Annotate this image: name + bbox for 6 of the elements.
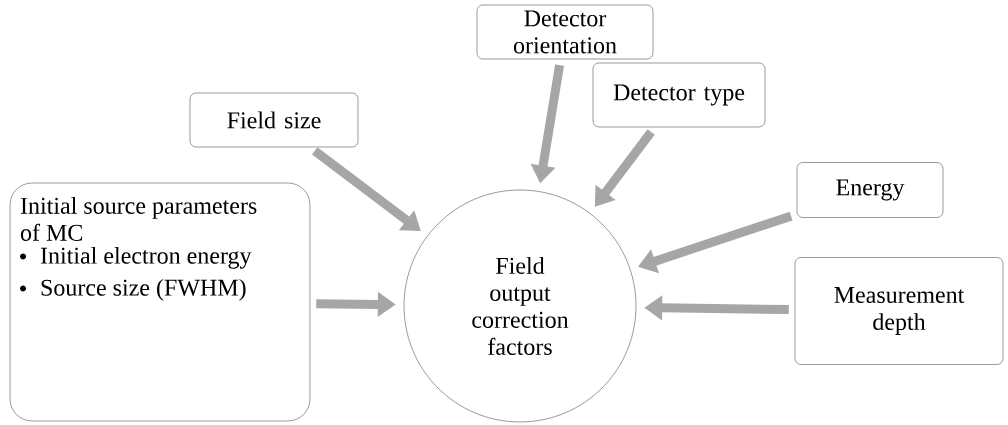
factor-box: Field size	[189, 92, 359, 148]
factor-box: Energy	[796, 162, 944, 218]
factor-box: Detector type	[592, 62, 766, 128]
parameter-box: Initial source parameters of MC Initial electron energy Source size (FWHM)	[9, 182, 311, 422]
factor-box: Detector orientation	[476, 4, 654, 60]
factor-box: Measurement depth	[794, 257, 1004, 365]
